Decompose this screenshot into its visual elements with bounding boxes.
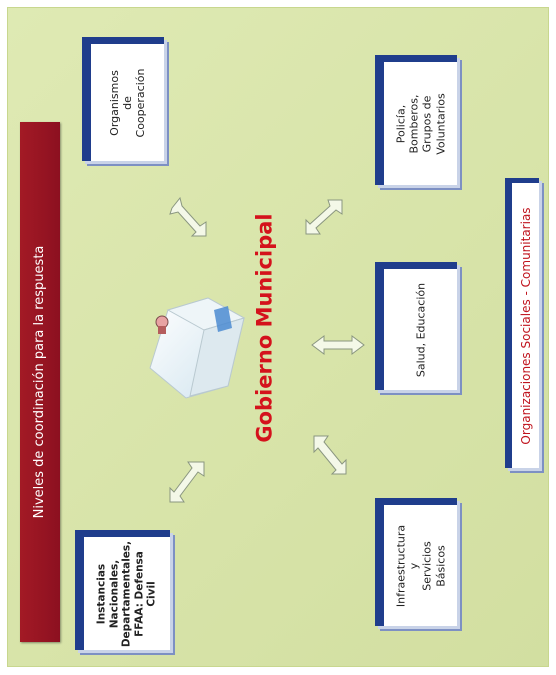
government-house-icon [149, 297, 246, 399]
box-organizaciones: Organizaciones Sociales - Comunitarias [505, 178, 539, 468]
arrow-policia [305, 199, 343, 235]
box-policia: Policía, Bomberos, Grupos de Voluntarios [375, 55, 457, 185]
box-organismos: Organismos de Cooperación [82, 37, 164, 161]
box-salud: Salud, Educación [375, 262, 457, 390]
arrow-organismos [169, 196, 207, 237]
box-infraestructura: Infraestructura y Servicios Básicos [375, 498, 457, 626]
arrow-instancias [169, 461, 205, 503]
arrow-infraestructura [313, 435, 347, 475]
arrow-salud [311, 335, 365, 355]
box-instancias: Instancias Nacionales, Departamentales, … [75, 530, 170, 650]
coordination-banner: Niveles de coordinación para la respuest… [20, 122, 60, 642]
